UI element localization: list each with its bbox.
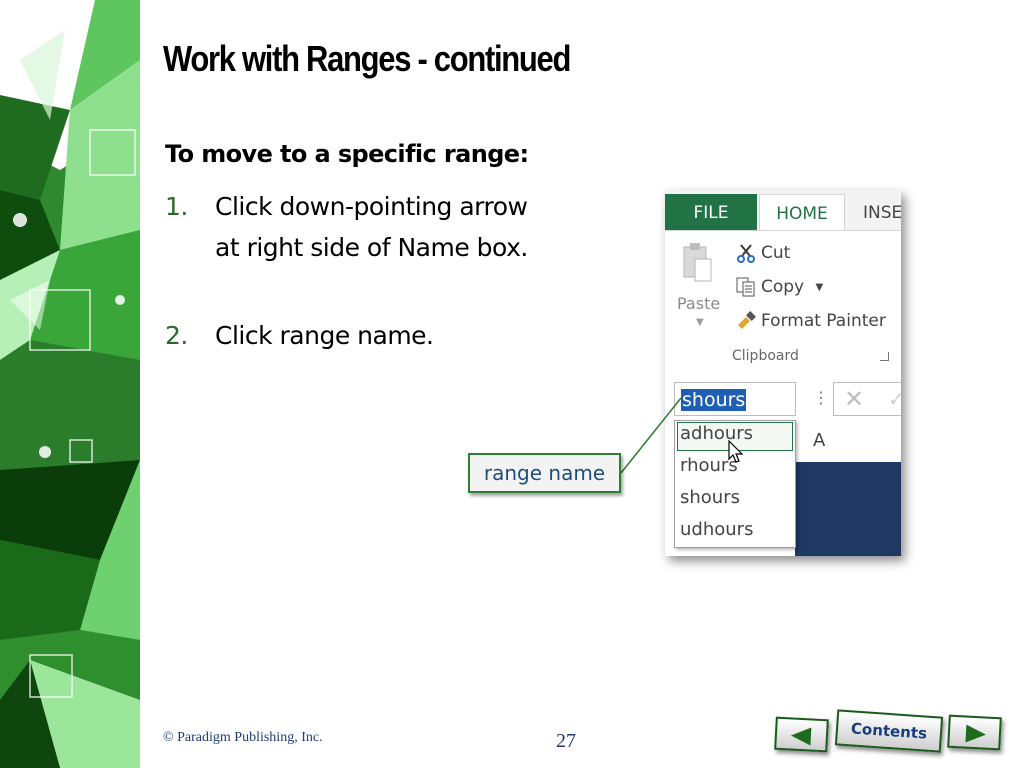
worksheet-fill [795, 462, 901, 556]
range-name-callout: range name [468, 453, 621, 493]
format-painter-label: Format Painter [761, 311, 886, 331]
slide-title: Work with Ranges - continued [163, 38, 571, 79]
decorative-green-band [0, 0, 140, 768]
contents-button[interactable]: Contents [834, 709, 944, 753]
range-name-item[interactable]: shours [680, 487, 740, 508]
chevron-down-icon[interactable]: ▼ [696, 317, 704, 328]
next-slide-button[interactable] [947, 714, 1002, 751]
mouse-pointer-icon [728, 440, 744, 463]
cut-button[interactable]: Cut [735, 243, 790, 263]
paintbrush-icon [738, 311, 756, 329]
name-box-value[interactable]: shours [681, 389, 747, 411]
dialog-launcher-icon[interactable] [880, 352, 889, 361]
range-name-item[interactable]: udhours [680, 519, 754, 540]
formula-buttons: ✕ ✓ [833, 382, 901, 416]
enter-check-icon[interactable]: ✓ [888, 387, 901, 411]
clipboard-group-label: Clipboard [732, 348, 799, 364]
column-header-a[interactable]: A [813, 430, 826, 451]
more-options-icon[interactable]: ⋮ [813, 388, 829, 407]
arrow-right-icon [965, 724, 987, 744]
copyright-notice: © Paradigm Publishing, Inc. [163, 730, 323, 745]
step-text: Click range name. [215, 321, 434, 350]
page-number: 27 [556, 730, 576, 752]
previous-slide-button[interactable] [774, 716, 829, 753]
copy-button[interactable]: Copy ▼ [735, 277, 823, 297]
copy-label: Copy [761, 277, 805, 297]
range-name-dropdown[interactable]: adhours rhours shours udhours [674, 420, 796, 548]
scissors-icon [737, 244, 755, 263]
step-number: 1. [165, 192, 188, 221]
formula-bar: shours ⋮ ✕ ✓ [665, 368, 901, 424]
tab-home[interactable]: HOME [759, 194, 845, 234]
ribbon-tab-bar: FILE HOME INSE [665, 190, 901, 234]
excel-screenshot: FILE HOME INSE Paste ▼ Cut [665, 190, 901, 556]
instructions-heading: To move to a specific range: [165, 140, 529, 168]
tab-insert[interactable]: INSE [863, 203, 901, 223]
copy-icon [736, 277, 755, 297]
step-text: Click down-pointing arrow at right side … [215, 192, 528, 262]
format-painter-button[interactable]: Format Painter [735, 311, 886, 331]
chevron-down-icon[interactable]: ▼ [815, 281, 824, 293]
range-name-item[interactable]: adhours [680, 423, 754, 444]
cut-label: Cut [761, 243, 791, 263]
name-box[interactable]: shours [674, 382, 796, 416]
ribbon-home: Paste ▼ Cut Copy ▼ Format [665, 230, 901, 369]
paste-button[interactable]: Paste [677, 294, 721, 313]
contents-label: Contents [850, 719, 928, 743]
arrow-left-icon [790, 726, 812, 746]
paste-icon[interactable] [683, 241, 713, 283]
tab-file[interactable]: FILE [665, 194, 757, 232]
cancel-icon[interactable]: ✕ [844, 385, 865, 413]
range-name-item[interactable]: rhours [680, 455, 738, 476]
step-number: 2. [165, 321, 188, 350]
